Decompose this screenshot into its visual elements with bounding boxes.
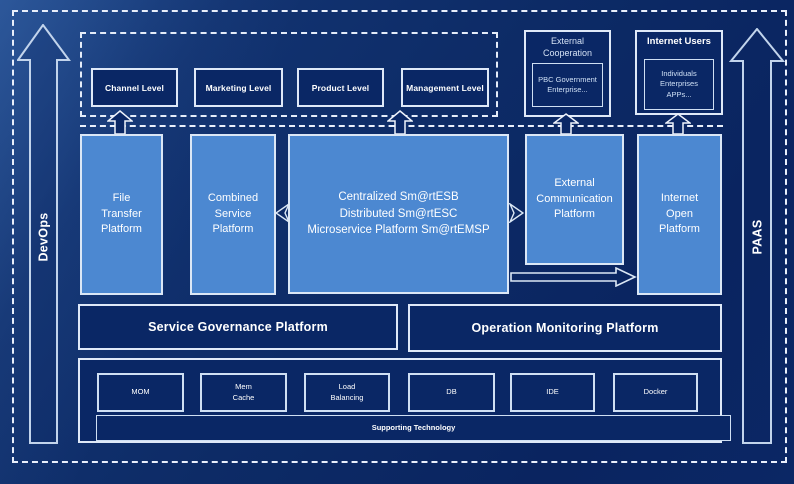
tech-box-db: DB bbox=[408, 373, 495, 412]
external-communication-platform-box: External Communication Platform bbox=[525, 134, 624, 265]
paas-label: PAAS bbox=[750, 219, 765, 255]
tech-box-docker: Docker bbox=[613, 373, 698, 412]
supporting-technology-group: MOM Mem Cache Load Balancing DB IDE Dock… bbox=[78, 358, 731, 443]
file-transfer-platform-box: File Transfer Platform bbox=[80, 134, 163, 295]
management-level-box: Management Level bbox=[401, 68, 489, 107]
tech-box-mem-cache: Mem Cache bbox=[200, 373, 287, 412]
channel-level-box: Channel Level bbox=[91, 68, 178, 107]
up-arrow-icon bbox=[387, 110, 413, 135]
up-arrow-icon bbox=[107, 110, 133, 135]
operation-monitoring-platform-box: Operation Monitoring Platform bbox=[408, 304, 722, 352]
individuals-enterprises-apps-box: Individuals Enterprises APPs... bbox=[644, 59, 714, 110]
pbc-government-enterprise-box: PBC Government Enterprise... bbox=[532, 63, 603, 107]
tech-box-mom: MOM bbox=[97, 373, 184, 412]
paas-rail: PAAS bbox=[743, 194, 771, 280]
internet-open-platform-box: Internet Open Platform bbox=[637, 134, 722, 295]
right-arrow-icon bbox=[509, 203, 524, 223]
up-arrow-icon bbox=[665, 113, 691, 135]
internet-users-title: Internet Users bbox=[647, 36, 711, 47]
up-arrow-icon bbox=[553, 113, 579, 135]
marketing-level-box: Marketing Level bbox=[194, 68, 283, 107]
external-cooperation-box: External Cooperation PBC Government Ente… bbox=[524, 30, 611, 117]
external-cooperation-title: External Cooperation bbox=[542, 36, 593, 58]
combined-service-platform-box: Combined Service Platform bbox=[190, 134, 276, 295]
business-levels-group bbox=[80, 32, 498, 117]
paas-up-arrow-icon bbox=[729, 28, 785, 444]
left-arrow-icon bbox=[275, 203, 290, 223]
long-right-arrow-icon bbox=[510, 267, 637, 287]
product-level-box: Product Level bbox=[297, 68, 384, 107]
tech-box-load-balancing: Load Balancing bbox=[304, 373, 390, 412]
internet-users-box: Internet Users Individuals Enterprises A… bbox=[635, 30, 723, 115]
smart-esb-platform-box: Centralized Sm@rtESB Distributed Sm@rtES… bbox=[288, 134, 509, 294]
outer-dashed-border bbox=[12, 10, 787, 463]
supporting-technology-bar: Supporting Technology bbox=[96, 415, 731, 441]
tech-box-ide: IDE bbox=[510, 373, 595, 412]
service-governance-platform-box: Service Governance Platform bbox=[78, 304, 398, 350]
devops-rail: DevOps bbox=[30, 192, 57, 282]
devops-label: DevOps bbox=[36, 212, 51, 262]
devops-up-arrow-icon bbox=[17, 24, 71, 444]
